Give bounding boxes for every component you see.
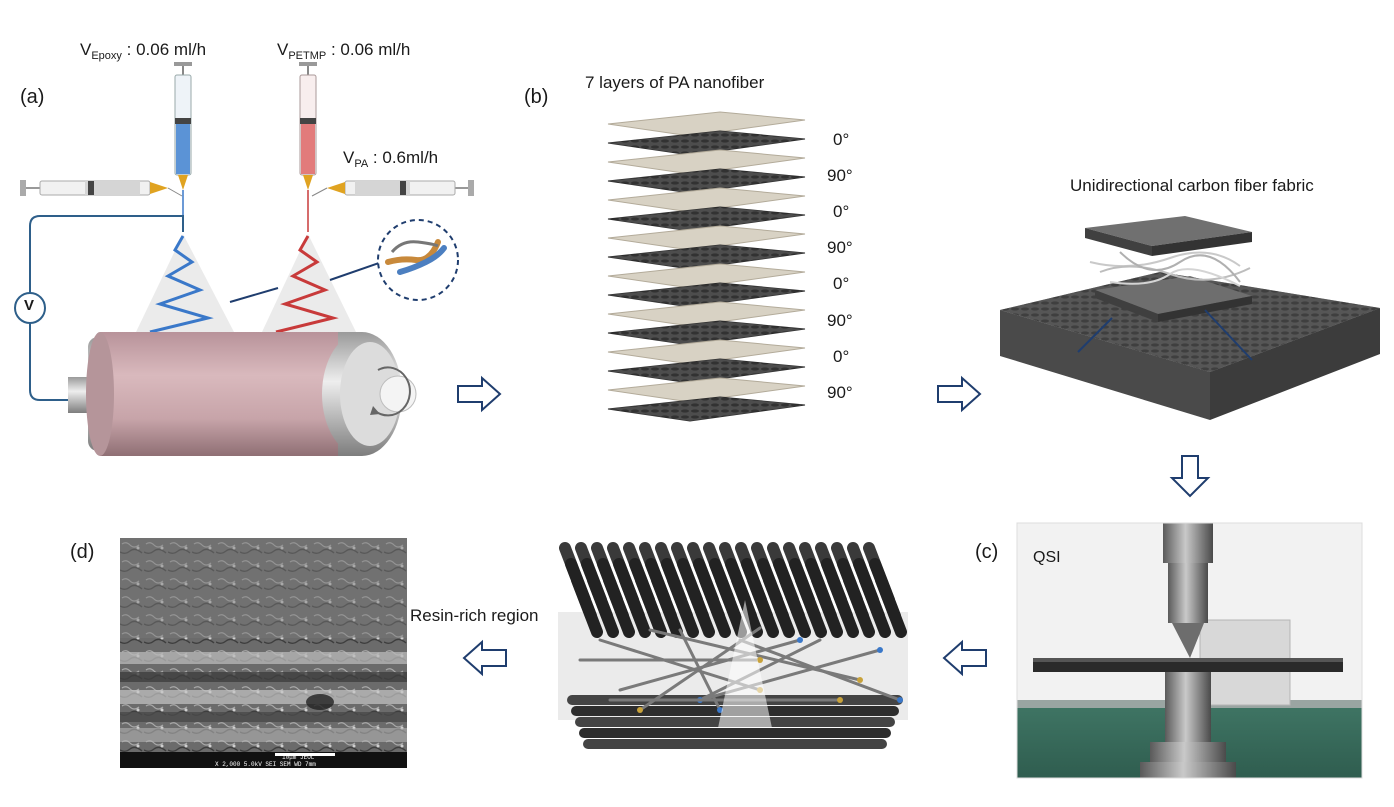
fiber-tip xyxy=(757,657,763,663)
nanofiber-layer-stack xyxy=(607,111,806,422)
carbon-fiber-rod xyxy=(587,574,619,638)
epoxy-jet-spiral xyxy=(149,235,214,334)
connector-line xyxy=(229,287,279,303)
carbon-fiber-rod xyxy=(731,574,763,638)
panel-label-c: (c) xyxy=(975,541,999,563)
flow-arrow-left[interactable] xyxy=(462,639,507,677)
fiber-tip xyxy=(897,697,903,703)
angle-label: 90° xyxy=(827,238,853,257)
carbon-fiber-rod xyxy=(859,574,891,638)
carbon-fiber-rod xyxy=(747,574,779,638)
carbon-fiber-rod xyxy=(763,574,795,638)
pa-syringe-left xyxy=(20,180,183,197)
pa-nanofiber-layer xyxy=(607,377,806,403)
pa-syringe-right xyxy=(311,180,474,197)
angle-label: 90° xyxy=(827,383,853,402)
carbon-fabric-laminate xyxy=(1000,216,1380,420)
resin-rich-label: Resin-rich region xyxy=(410,606,539,625)
carbon-fiber-rod xyxy=(683,574,715,638)
pa-nanofiber-layer xyxy=(607,225,806,251)
mesh-texture xyxy=(608,207,805,231)
qsi-test-photo xyxy=(1017,523,1362,778)
fiber-tip xyxy=(837,697,843,703)
pa-nanofiber-layer xyxy=(607,339,806,365)
angle-label: 90° xyxy=(827,311,853,330)
collector-roller xyxy=(68,332,417,456)
sem-micrograph xyxy=(120,538,407,768)
nanofiber xyxy=(698,638,822,702)
carbon-fiber-rod xyxy=(699,574,731,638)
angle-label: 0° xyxy=(833,130,850,149)
pa-nanofiber-layer xyxy=(607,301,806,327)
carbon-fiber-rod xyxy=(635,574,667,638)
carbon-fiber-rod xyxy=(715,574,747,638)
resin-cone xyxy=(718,600,772,728)
mesh-texture xyxy=(608,245,805,269)
panel-label-d: (d) xyxy=(70,541,95,563)
mesh-texture xyxy=(608,169,805,193)
voltage-source-icon xyxy=(14,292,46,324)
pa-rate-label: VPA : 0.6ml/h xyxy=(343,148,439,170)
epoxy-rate-label: VEpoxy : 0.06 ml/h xyxy=(80,40,207,62)
angle-label: 0° xyxy=(833,347,850,366)
petmp-rate-label: VPETMP : 0.06 ml/h xyxy=(277,40,411,62)
carbon-fiber-rod xyxy=(619,574,651,638)
panel-label-b: (b) xyxy=(524,86,549,108)
pa-nanofiber-layer xyxy=(607,263,806,289)
carbon-fiber-rod xyxy=(811,574,843,638)
angle-label: 0° xyxy=(833,274,850,293)
mesh-texture xyxy=(608,359,805,383)
angle-label: 90° xyxy=(827,166,853,185)
fiber-tip xyxy=(857,677,863,683)
stack-title: 7 layers of PA nanofiber xyxy=(585,73,765,92)
carbon-fiber-rod xyxy=(667,574,699,638)
mesh-texture xyxy=(608,131,805,155)
carbon-fiber-rod xyxy=(795,574,827,638)
carbon-fiber-rod xyxy=(843,574,875,638)
angle-label: 0° xyxy=(833,202,850,221)
sem-info-text: X 2,000 5.0kV SEI SEM WD 7mm xyxy=(215,761,316,768)
carbon-fiber-rod xyxy=(571,574,603,638)
nanofiber xyxy=(738,638,902,702)
fiber-tip xyxy=(877,647,883,653)
fiber-tip xyxy=(637,707,643,713)
flow-arrow-right[interactable] xyxy=(457,375,502,413)
carbon-fiber-rod xyxy=(651,574,683,638)
pa-nanofiber-layer xyxy=(607,111,806,137)
epoxy-syringe xyxy=(174,62,192,232)
flow-arrow-right[interactable] xyxy=(937,375,982,413)
interlaminar-schematic xyxy=(558,542,908,749)
connector-line xyxy=(329,261,383,281)
pa-nanofiber-layer xyxy=(607,187,806,213)
carbon-fiber-rod xyxy=(827,574,859,638)
petmp-jet-spiral xyxy=(275,235,339,334)
flow-arrow-down[interactable] xyxy=(1169,455,1211,498)
petmp-syringe xyxy=(299,62,317,232)
qsi-label: QSI xyxy=(1033,549,1061,566)
nanofiber xyxy=(618,638,802,692)
carbon-fiber-rod xyxy=(875,574,907,638)
carbon-fiber-rod xyxy=(603,574,635,638)
panel-label-a: (a) xyxy=(20,86,45,108)
sem-scale-text: 10μm JEOL xyxy=(282,754,315,761)
voltage-symbol: V xyxy=(24,297,35,314)
fiber-tip xyxy=(797,637,803,643)
mesh-texture xyxy=(608,397,805,421)
mesh-texture xyxy=(608,321,805,345)
flow-arrow-left[interactable] xyxy=(942,639,987,677)
circuit-wire xyxy=(29,215,184,401)
pa-nanofiber-layer xyxy=(607,149,806,175)
mesh-texture xyxy=(608,283,805,307)
carbon-fabric-label: Unidirectional carbon fiber fabric xyxy=(1070,176,1314,195)
carbon-fiber-rod xyxy=(779,574,811,638)
